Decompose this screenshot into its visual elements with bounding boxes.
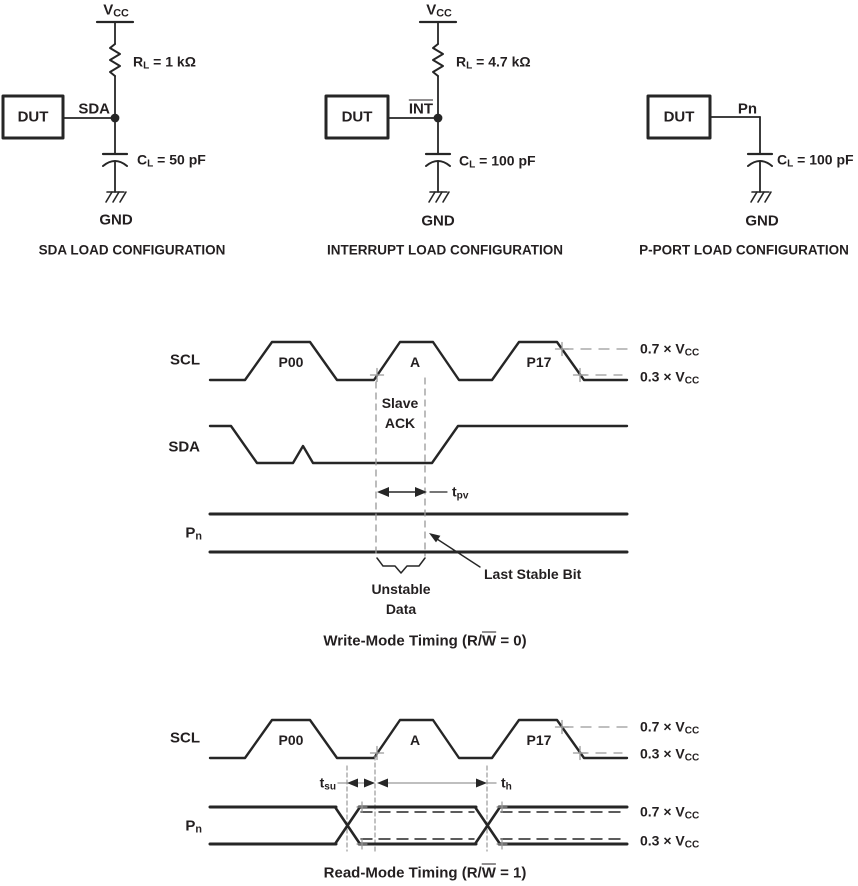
pin-label-sda: SDA xyxy=(78,100,110,118)
pin-label-pn: Pn xyxy=(737,100,757,118)
sda-load-circuit xyxy=(1,20,135,203)
load-capacitor xyxy=(101,152,129,167)
sda-waveform xyxy=(208,424,629,465)
read-ack-label: A xyxy=(409,732,421,748)
write-mode-caption: Write-Mode Timing (R/W = 0) xyxy=(323,632,527,650)
last-stable-bit-arrow xyxy=(429,533,481,568)
read-scl-level-03-label: 0.3 × VCC xyxy=(640,745,700,764)
write-pn-label: Pn xyxy=(185,524,202,543)
read-pn-level-07-label: 0.7 × VCC xyxy=(640,803,700,822)
write-scl-label: SCL xyxy=(170,351,200,369)
unstable-data-brace xyxy=(376,557,426,574)
dut-box xyxy=(324,94,390,140)
crossing-ticks xyxy=(356,801,508,850)
read-scl-label: SCL xyxy=(170,729,200,747)
ground-symbol xyxy=(428,191,450,203)
unstable-data-label-line1: Unstable xyxy=(371,581,431,597)
rl-value-label: RL = 4.7 kΩ xyxy=(456,53,531,72)
pport-load-circuit xyxy=(646,94,774,203)
dut-box xyxy=(1,94,65,140)
pullup-resistor xyxy=(432,43,444,77)
tsu-label: tsu xyxy=(319,774,336,793)
threshold-marks-scl xyxy=(369,719,628,761)
pn-bus-crossings xyxy=(333,805,502,846)
pn-threshold-dashes xyxy=(360,811,628,840)
th-arrow xyxy=(377,778,497,788)
slave-ack-label-line1: Slave xyxy=(381,395,419,411)
last-stable-bit-label: Last Stable Bit xyxy=(484,566,582,582)
read-mode-caption: Read-Mode Timing (R/W = 1) xyxy=(323,864,527,882)
load-capacitor xyxy=(424,152,452,167)
ground-symbol xyxy=(750,191,772,203)
tsu-arrow xyxy=(337,778,375,788)
write-p17-label: P17 xyxy=(526,354,552,370)
tpv-label: tpv xyxy=(452,483,469,502)
interrupt-load-circuit xyxy=(324,20,458,203)
write-mode-timing xyxy=(208,340,629,574)
write-level-03-label: 0.3 × VCC xyxy=(640,368,700,387)
int-circuit-caption: INTERRUPT LOAD CONFIGURATION xyxy=(327,242,563,258)
scl-waveform xyxy=(208,340,629,382)
read-scl-level-07-label: 0.7 × VCC xyxy=(640,718,700,737)
read-pn-level-03-label: 0.3 × VCC xyxy=(640,832,700,851)
measurement-verticals xyxy=(346,755,488,852)
pullup-resistor xyxy=(109,43,121,77)
cl-value-label: CL = 100 pF xyxy=(777,151,854,170)
rl-value-label: RL = 1 kΩ xyxy=(133,53,196,72)
cl-value-label: CL = 50 pF xyxy=(137,151,206,170)
pport-circuit-caption: P-PORT LOAD CONFIGURATION xyxy=(639,242,849,258)
read-mode-timing xyxy=(208,718,629,852)
read-pn-label: Pn xyxy=(185,817,202,836)
pin-label-int: INT xyxy=(408,100,433,118)
write-level-07-label: 0.7 × VCC xyxy=(640,340,700,359)
ack-window-dashed-lines xyxy=(375,377,426,557)
threshold-marks xyxy=(369,341,628,383)
gnd-label: GND xyxy=(99,211,133,229)
write-sda-label: SDA xyxy=(168,438,200,456)
sda-circuit-caption: SDA LOAD CONFIGURATION xyxy=(38,242,226,258)
gnd-label: GND xyxy=(421,212,455,230)
tpv-arrow xyxy=(377,487,448,497)
unstable-data-label-line2: Data xyxy=(385,601,417,617)
dut-label: DUT xyxy=(663,108,695,126)
read-p00-label: P00 xyxy=(278,732,304,748)
dut-label: DUT xyxy=(17,108,49,126)
dut-label: DUT xyxy=(341,108,373,126)
ground-symbol xyxy=(105,191,127,203)
th-label: th xyxy=(501,774,512,793)
write-p00-label: P00 xyxy=(278,354,304,370)
pn-bus xyxy=(208,805,629,846)
scl-waveform xyxy=(208,718,629,760)
read-p17-label: P17 xyxy=(526,732,552,748)
load-capacitor xyxy=(746,152,774,167)
write-ack-label: A xyxy=(409,354,421,370)
vcc-label: VCC xyxy=(426,1,452,20)
cl-value-label: CL = 100 pF xyxy=(459,152,536,171)
vcc-label: VCC xyxy=(103,1,129,20)
gnd-label: GND xyxy=(745,212,779,230)
slave-ack-label-line2: ACK xyxy=(384,415,416,431)
